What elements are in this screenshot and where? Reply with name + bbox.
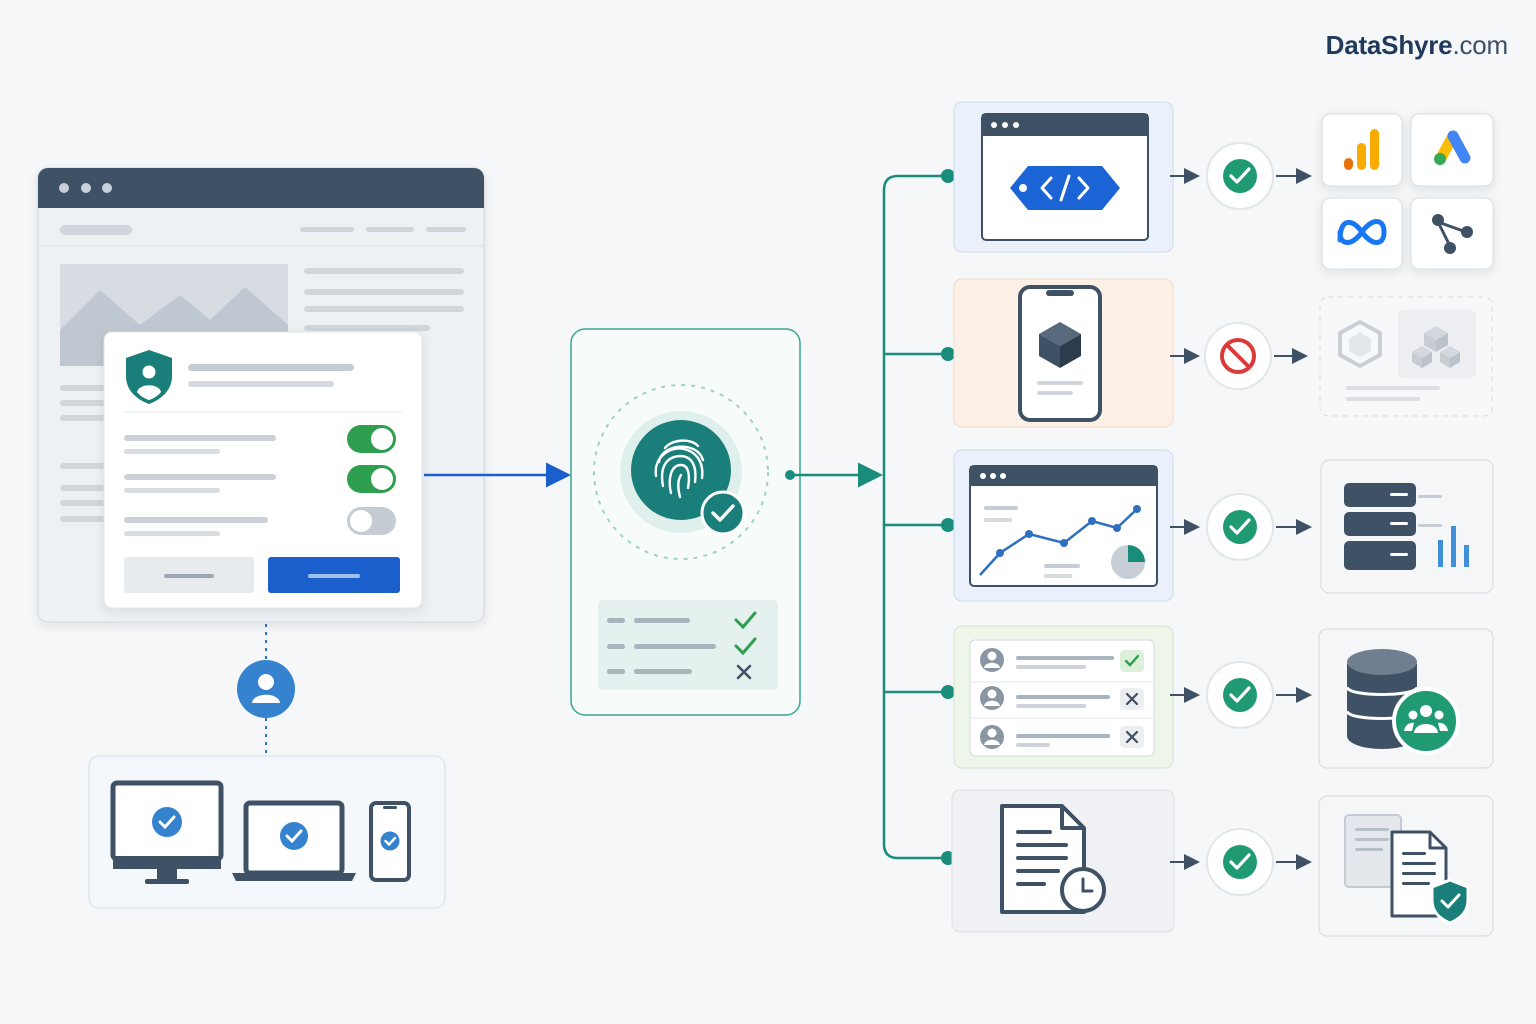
documents-shield-icon: [1318, 795, 1494, 937]
destination-analytics: [953, 449, 1174, 602]
user-row: [980, 686, 1144, 710]
blocked-status-icon: [1204, 322, 1272, 390]
accept-button[interactable]: [268, 557, 400, 593]
desktop-icon: [110, 780, 224, 884]
blocked-blocks-icon: [1398, 310, 1476, 378]
devices-panel: [88, 755, 446, 909]
share-nodes-icon: [1410, 197, 1494, 270]
consent-banner-card: [103, 331, 423, 609]
brand-logo: DataShyre.com: [1325, 30, 1509, 61]
check-icon: [734, 611, 757, 630]
allowed-status-icon: [1206, 142, 1274, 210]
cross-icon: [736, 664, 752, 680]
user-row: [980, 725, 1144, 749]
consent-engine-card: [570, 328, 801, 716]
laptop-icon: [232, 800, 356, 881]
cross-icon: [1125, 730, 1139, 744]
window-dot-icon: [59, 183, 69, 193]
browser-titlebar: [38, 168, 484, 208]
cube-icon: [1039, 322, 1081, 368]
meta-icon: [1321, 197, 1403, 270]
check-icon: [1124, 654, 1140, 667]
code-tag-icon: [1010, 166, 1120, 210]
verified-check-icon: [700, 490, 746, 536]
blocked-targets: [1319, 296, 1493, 417]
check-icon: [734, 637, 757, 656]
google-ads-icon: [1410, 113, 1494, 187]
shield-user-icon: [126, 350, 172, 404]
reject-button[interactable]: [124, 557, 254, 593]
destination-mobile-sdk: [953, 278, 1174, 428]
user-row: [980, 648, 1144, 672]
cross-icon: [1125, 692, 1139, 706]
status-connectors: [1170, 168, 1312, 870]
blocked-sdk-icon: [1338, 319, 1382, 369]
brand-suffix: .com: [1452, 30, 1508, 60]
destination-audit-log: [951, 789, 1175, 933]
toggle-switch-on[interactable]: [347, 425, 396, 453]
analytics-bars-icon: [1321, 113, 1403, 187]
fingerprint-icon: [631, 420, 731, 520]
database-users-icon: [1318, 628, 1494, 769]
destination-user-preferences: [953, 625, 1174, 769]
window-dot-icon: [102, 183, 112, 193]
user-icon: [237, 660, 295, 718]
brand-name: DataShyre: [1325, 30, 1453, 60]
line-chart-icon: [979, 505, 1141, 576]
window-dot-icon: [81, 183, 91, 193]
phone-icon: [369, 801, 411, 882]
branch-connector: [882, 174, 946, 860]
consent-checklist: [598, 600, 778, 690]
document-clock-icon: [1000, 804, 1106, 914]
pie-chart-icon: [1111, 545, 1145, 579]
toggle-switch-off[interactable]: [347, 507, 396, 535]
allowed-status-icon: [1206, 661, 1274, 729]
destination-tag-manager: [953, 101, 1174, 253]
allowed-status-icon: [1206, 828, 1274, 896]
toggle-switch-on[interactable]: [347, 465, 396, 493]
server-stack-icon: [1320, 459, 1494, 594]
allowed-status-icon: [1206, 493, 1274, 561]
